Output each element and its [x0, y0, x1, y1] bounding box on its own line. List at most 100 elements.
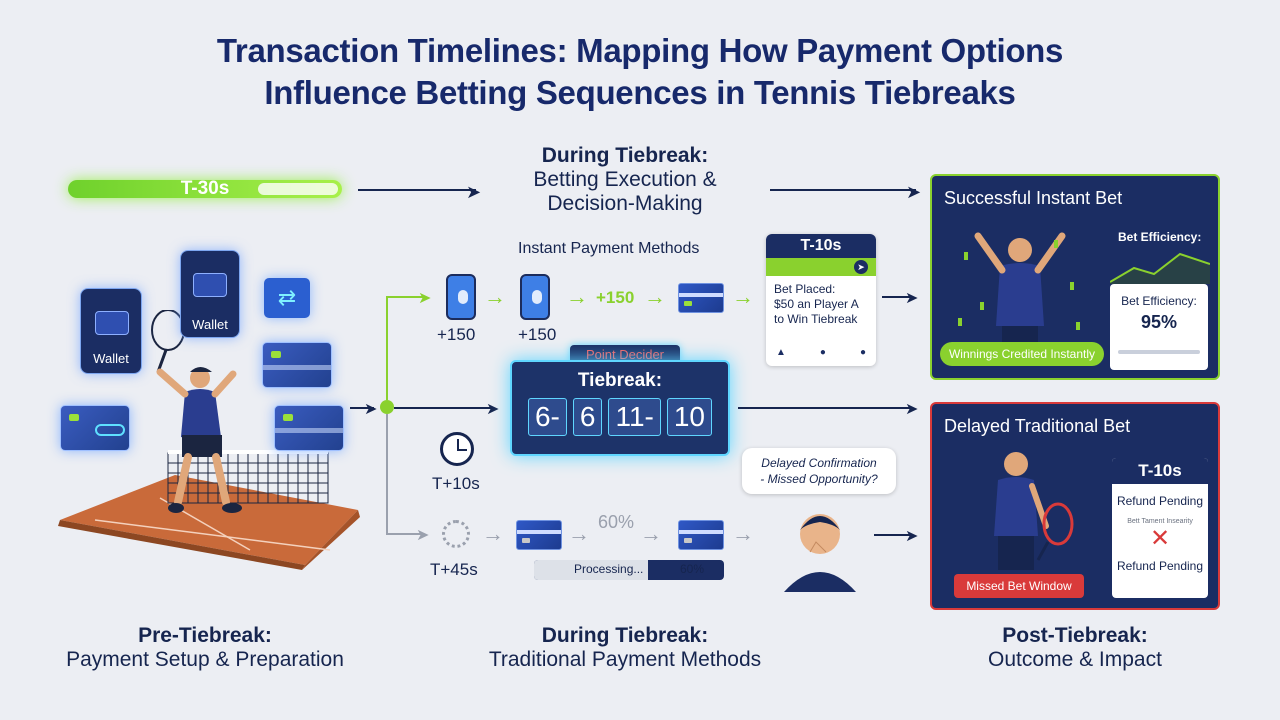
score-digit-3: 11- — [608, 398, 661, 436]
bet-icon[interactable]: ● — [819, 347, 826, 358]
grey-arrow-3: → — [640, 521, 662, 546]
processing-label: Processing... — [574, 562, 644, 576]
arrow-score-out — [738, 407, 912, 409]
top-timer-bar: T-30s — [68, 178, 342, 199]
footer-pre-tiebreak: Pre-Tiebreak: Payment Setup & Preparatio… — [30, 624, 380, 672]
score-digit-4: 10 — [666, 398, 713, 436]
bet-slip-card[interactable]: T-10s ➤ Bet Placed: $50 an Player A to W… — [766, 234, 876, 366]
wallet-card-1[interactable]: Wallet — [80, 288, 142, 374]
footer-right-sub: Outcome & Impact — [988, 648, 1162, 671]
footer-mid-heading: During Tiebreak: — [541, 624, 709, 647]
delayed-timer: T-10s — [1112, 458, 1208, 484]
branch-up-line — [386, 296, 388, 400]
center-top-heading: During Tiebreak: Betting Execution & Dec… — [480, 144, 770, 216]
odds-1: +150 — [437, 325, 476, 344]
bank-card-2[interactable] — [274, 405, 344, 451]
center-top-line-1: Betting Execution & — [533, 168, 717, 191]
score-digit-1: 6- — [527, 398, 567, 436]
speech-line-2: - Missed Opportunity? — [760, 472, 878, 486]
processing-progress-fill — [534, 560, 648, 580]
cancel-x-icon: ✕ — [1149, 525, 1171, 552]
green-arrow-1: → — [484, 284, 506, 309]
efficiency-card: Bet Efficiency: 95% — [1110, 284, 1208, 370]
delayed-panel: Delayed Traditional Bet T-10s Refund Pen… — [930, 402, 1220, 610]
score-digit-2: 6 — [572, 398, 603, 436]
trad-card-icon-1[interactable] — [516, 520, 562, 550]
junction-dot — [380, 400, 394, 414]
timestamp-t10: T+10s — [432, 474, 480, 493]
processing-progress-bar: Processing... 60% — [534, 560, 724, 580]
success-panel: Successful Instant Bet Bet Efficiency: B… — [930, 174, 1220, 380]
grey-arrow-4: → — [732, 521, 754, 546]
efficiency-label-1: Bet Efficiency: — [1118, 230, 1202, 244]
refund-pending-2: Refund Pending — [1116, 559, 1204, 573]
branch-up-arrow — [386, 296, 426, 298]
wallet-label-2: Wallet — [192, 317, 228, 332]
arrow-top-1-head: ➤ — [466, 182, 482, 202]
speech-line-1: Delayed Confirmation — [761, 456, 877, 470]
top-timer-label: T-30s — [180, 178, 230, 199]
winnings-banner: Winnings Credited Instantly — [940, 342, 1104, 366]
missed-window-banner: Missed Bet Window — [954, 574, 1084, 598]
delayed-timer-card: T-10s Refund Pending Bett Tament Inseari… — [1112, 458, 1208, 598]
arrow-top-1 — [358, 189, 476, 191]
efficiency-slider[interactable] — [1118, 350, 1200, 354]
wallet-icon — [95, 311, 129, 335]
branch-down-arrow — [386, 533, 424, 535]
arrow-delay-out — [874, 534, 912, 536]
account-icon[interactable]: ● — [859, 347, 866, 358]
instant-payment-label: Instant Payment Methods — [518, 240, 700, 257]
efficiency-value: 95% — [1140, 312, 1178, 332]
wallet-icon-2 — [193, 273, 227, 297]
footer-during-tiebreak: During Tiebreak: Traditional Payment Met… — [450, 624, 800, 672]
green-arrow-4: → — [732, 284, 754, 309]
footer-mid-sub: Traditional Payment Methods — [488, 648, 762, 671]
loading-spinner-icon — [442, 520, 470, 548]
arrow-top-2 — [770, 189, 916, 191]
bet-slip-line-2: $50 an Player A — [774, 297, 859, 311]
wallet-label-1: Wallet — [93, 351, 129, 366]
bet-slip-share-icon[interactable]: ➤ — [854, 260, 868, 274]
footer-post-tiebreak: Post-Tiebreak: Outcome & Impact — [900, 624, 1250, 672]
refund-pending-1: Refund Pending — [1116, 494, 1204, 508]
clock-icon — [440, 432, 474, 466]
center-top-heading-title: During Tiebreak: — [541, 144, 709, 167]
efficiency-label-2: Bet Efficiency: — [1121, 294, 1197, 308]
instant-card-icon[interactable] — [678, 283, 724, 313]
transfer-icon[interactable]: ⇄ — [264, 278, 310, 318]
home-icon[interactable]: ▲ — [776, 347, 786, 358]
arrow-mid-in-head: ➤ — [364, 401, 378, 418]
odds-2: +150 — [518, 325, 557, 344]
arrow-top-2-head: ➤ — [906, 182, 922, 202]
bank-card-3[interactable] — [60, 405, 130, 451]
fine-print: Bett Tament Insearity — [1127, 518, 1193, 525]
arrow-mid-in — [350, 407, 374, 409]
title-line-2: Influence Betting Sequences in Tennis Ti… — [264, 74, 1016, 111]
tiebreak-scoreboard: Tiebreak: 6- 6 11- 10 — [510, 360, 730, 456]
phone-icon-1[interactable] — [446, 274, 476, 320]
green-arrow-2: → — [566, 284, 588, 309]
success-panel-title: Successful Instant Bet — [944, 188, 1123, 208]
trad-card-icon-2[interactable] — [678, 520, 724, 550]
wallet-card-2[interactable]: Wallet — [180, 250, 240, 338]
grey-arrow-1: → — [482, 521, 504, 546]
scoreboard-title: Tiebreak: — [577, 370, 663, 391]
phone-icon-2[interactable] — [520, 274, 550, 320]
odds-inline: +150 — [596, 288, 635, 307]
center-top-line-2: Decision-Making — [547, 192, 703, 215]
bet-slip-green-bar: ➤ — [766, 258, 876, 276]
title-line-1: Transaction Timelines: Mapping How Payme… — [216, 32, 1064, 69]
footer-left-sub: Payment Setup & Preparation — [66, 648, 344, 671]
bet-slip-line-1: Bet Placed: — [774, 282, 836, 296]
branch-down-line — [386, 414, 388, 534]
bank-card-1[interactable] — [262, 342, 332, 388]
tennis-player-figure — [151, 310, 242, 513]
worried-person-figure — [784, 514, 856, 592]
footer-right-heading: Post-Tiebreak: — [1002, 624, 1148, 647]
green-arrow-3: → — [644, 284, 666, 309]
celebrating-player-figure — [958, 232, 1080, 352]
timestamp-t45: T+45s — [430, 560, 478, 579]
efficiency-trend-line — [1110, 252, 1210, 284]
branch-down-head: ➤ — [416, 527, 430, 544]
trad-pct-label: 60% — [598, 512, 635, 532]
